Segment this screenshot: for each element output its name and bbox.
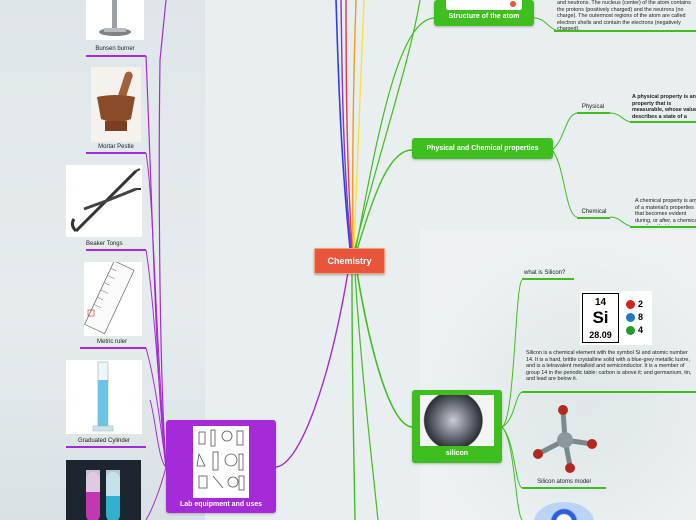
silicon-rock-image — [420, 395, 494, 446]
structure-of-atom-description: and neutrons. The nucleus (center) of th… — [557, 0, 691, 32]
physical-desc-underline — [630, 121, 696, 123]
lab-item-metric-ruler[interactable]: Metric ruler — [96, 339, 127, 345]
element-symbol: Si — [592, 308, 609, 327]
metric-ruler-icon — [84, 260, 135, 335]
topic-silicon[interactable]: silicon — [412, 390, 502, 463]
element-box: 14 Si 28.09 — [582, 293, 619, 343]
shell-2-count: 8 — [638, 312, 644, 322]
silicon-atoms-model-image — [530, 404, 600, 476]
atom-particle-icon — [510, 1, 516, 7]
topic-label: silicon — [445, 450, 469, 457]
what-is-underline — [522, 278, 574, 280]
test-tubes-icon — [86, 470, 120, 520]
lab-item-graduated-cylinder[interactable]: Graduated Cylinder — [77, 438, 131, 444]
lab-item-bunsen-burner[interactable]: Bunsen burner — [95, 46, 135, 52]
atom-diagram-image — [446, 0, 522, 10]
bunsen-burner-icon — [99, 0, 131, 36]
topic-label: Structure of the atom — [448, 13, 520, 20]
test-tubes-image — [66, 460, 141, 520]
bunsen-underline — [86, 55, 146, 57]
central-topic-chemistry[interactable]: Chemistry — [314, 248, 385, 274]
mortar-underline — [86, 152, 146, 154]
cylinder-underline — [66, 446, 146, 448]
atom-model-icon — [533, 405, 597, 473]
metric-ruler-image — [84, 260, 142, 336]
chemical-description: A chemical property is any of a material… — [635, 198, 696, 225]
subtopic-physical[interactable]: Physical — [581, 104, 605, 110]
topic-lab-equipment[interactable]: Lab equipment and uses — [166, 420, 276, 513]
tongs-underline — [86, 249, 146, 251]
beaker-tongs-image — [66, 165, 142, 237]
physical-description: A physical property is any property that… — [632, 94, 696, 120]
topic-label: Lab equipment and uses — [179, 501, 263, 508]
graduated-cylinder-image — [66, 360, 142, 434]
shell-1-icon — [626, 300, 635, 309]
lab-item-beaker-tongs[interactable]: Beaker Tongs — [86, 241, 123, 247]
silicon-atoms-model-label[interactable]: Silicon atoms model — [537, 479, 591, 485]
shell-3-count: 4 — [638, 325, 644, 335]
lab-equipment-image — [193, 426, 249, 498]
chemical-underline — [577, 217, 610, 219]
silicon-description: Silicon is a chemical element with the s… — [526, 350, 692, 383]
graduated-cylinder-icon — [92, 361, 114, 432]
subtopic-chemical[interactable]: Chemical — [581, 209, 607, 215]
silicon-what-is[interactable]: what is Silicon? — [524, 270, 566, 276]
shell-1-count: 2 — [638, 299, 644, 309]
physical-underline — [577, 112, 610, 114]
topic-physical-chemical-properties[interactable]: Physical and Chemical properties — [412, 138, 553, 159]
element-mass: 28.09 — [589, 330, 612, 340]
lab-item-mortar-pestle[interactable]: Mortar Pestle — [98, 144, 134, 150]
element-number: 14 — [594, 297, 607, 308]
topic-structure-of-atom[interactable]: Structure of the atom — [434, 0, 534, 26]
structure-underline — [554, 30, 696, 32]
beaker-tongs-icon — [70, 168, 141, 233]
atoms-model-underline — [522, 487, 606, 489]
silicon-desc-underline — [522, 391, 696, 393]
silicon-element-tile: 14 Si 28.09 2 8 4 — [580, 291, 652, 345]
ruler-underline — [80, 347, 146, 349]
bunsen-burner-image — [86, 0, 144, 40]
mortar-pestle-icon — [97, 71, 135, 131]
mortar-pestle-image — [91, 67, 141, 142]
bohr-model-image — [534, 502, 594, 520]
central-topic-label: Chemistry — [327, 256, 372, 266]
lab-tools-icon — [196, 429, 245, 491]
topic-label: Physical and Chemical properties — [426, 145, 539, 152]
chemical-desc-underline — [630, 226, 696, 228]
shell-2-icon — [626, 313, 635, 322]
shell-3-icon — [626, 326, 635, 335]
